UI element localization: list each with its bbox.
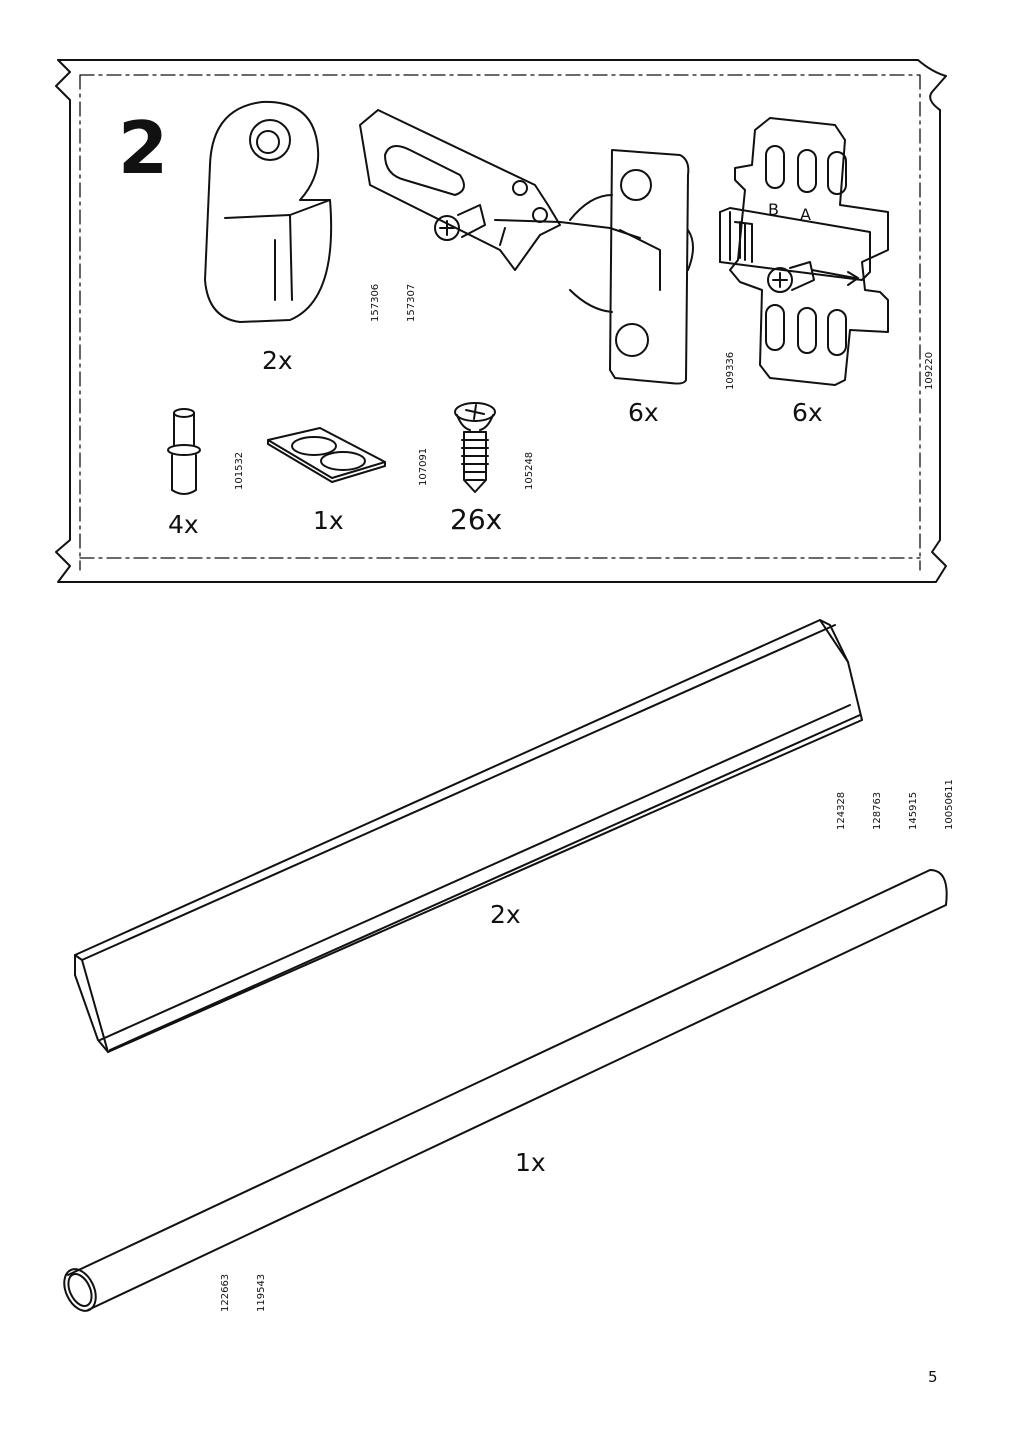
rail-quantity: 2x bbox=[490, 900, 521, 929]
hinge-quantity: 6x bbox=[628, 398, 659, 427]
part-number: 101532 bbox=[234, 451, 245, 490]
part-number: 145915 bbox=[908, 791, 919, 830]
rail-part-numbers: 124328 128763 145915 10050611 bbox=[812, 779, 968, 830]
part-number: 157307 bbox=[406, 283, 417, 322]
rod-illustration bbox=[63, 869, 948, 1312]
bracket-quantity: 2x bbox=[262, 346, 293, 375]
part-number: 119543 bbox=[256, 1273, 267, 1312]
rod-part-numbers: 122663 119543 bbox=[196, 1274, 280, 1312]
part-number: 109336 bbox=[725, 351, 736, 390]
bracket-part-numbers: 157306 157307 bbox=[346, 284, 430, 322]
rod-quantity: 1x bbox=[515, 1148, 546, 1177]
plate-letter-b: B bbox=[768, 200, 779, 219]
dowel-part-numbers: 101532 bbox=[210, 452, 258, 490]
part-number: 124328 bbox=[836, 791, 847, 830]
pads-part-numbers: 107091 bbox=[394, 448, 442, 486]
hinge-part-numbers: 109336 bbox=[701, 352, 749, 390]
mounting-plate-illustration bbox=[719, 117, 889, 386]
part-number: 105248 bbox=[524, 451, 535, 490]
page-number: 5 bbox=[928, 1368, 938, 1386]
rail-illustration bbox=[74, 619, 863, 1053]
step-number: 2 bbox=[118, 106, 169, 190]
bracket-illustration bbox=[204, 100, 333, 323]
part-number: 122663 bbox=[220, 1273, 231, 1312]
pads-illustration bbox=[267, 427, 386, 483]
screw-part-numbers: 105248 bbox=[500, 452, 548, 490]
hinge-illustration bbox=[359, 109, 694, 385]
screw-illustration bbox=[454, 402, 496, 493]
dowel-illustration bbox=[167, 408, 201, 495]
part-number: 107091 bbox=[418, 447, 429, 486]
plate-letter-a: A bbox=[800, 205, 811, 224]
screw-quantity: 26x bbox=[450, 503, 503, 536]
parts-panel-outline bbox=[55, 59, 947, 583]
part-number: 157306 bbox=[370, 283, 381, 322]
part-number: 109220 bbox=[924, 351, 935, 390]
dowel-quantity: 4x bbox=[168, 510, 199, 539]
part-number: 128763 bbox=[872, 791, 883, 830]
part-number: 10050611 bbox=[944, 779, 955, 830]
mounting-plate-quantity: 6x bbox=[792, 398, 823, 427]
mounting-plate-part-numbers: 109220 bbox=[900, 352, 948, 390]
pads-quantity: 1x bbox=[313, 506, 344, 535]
